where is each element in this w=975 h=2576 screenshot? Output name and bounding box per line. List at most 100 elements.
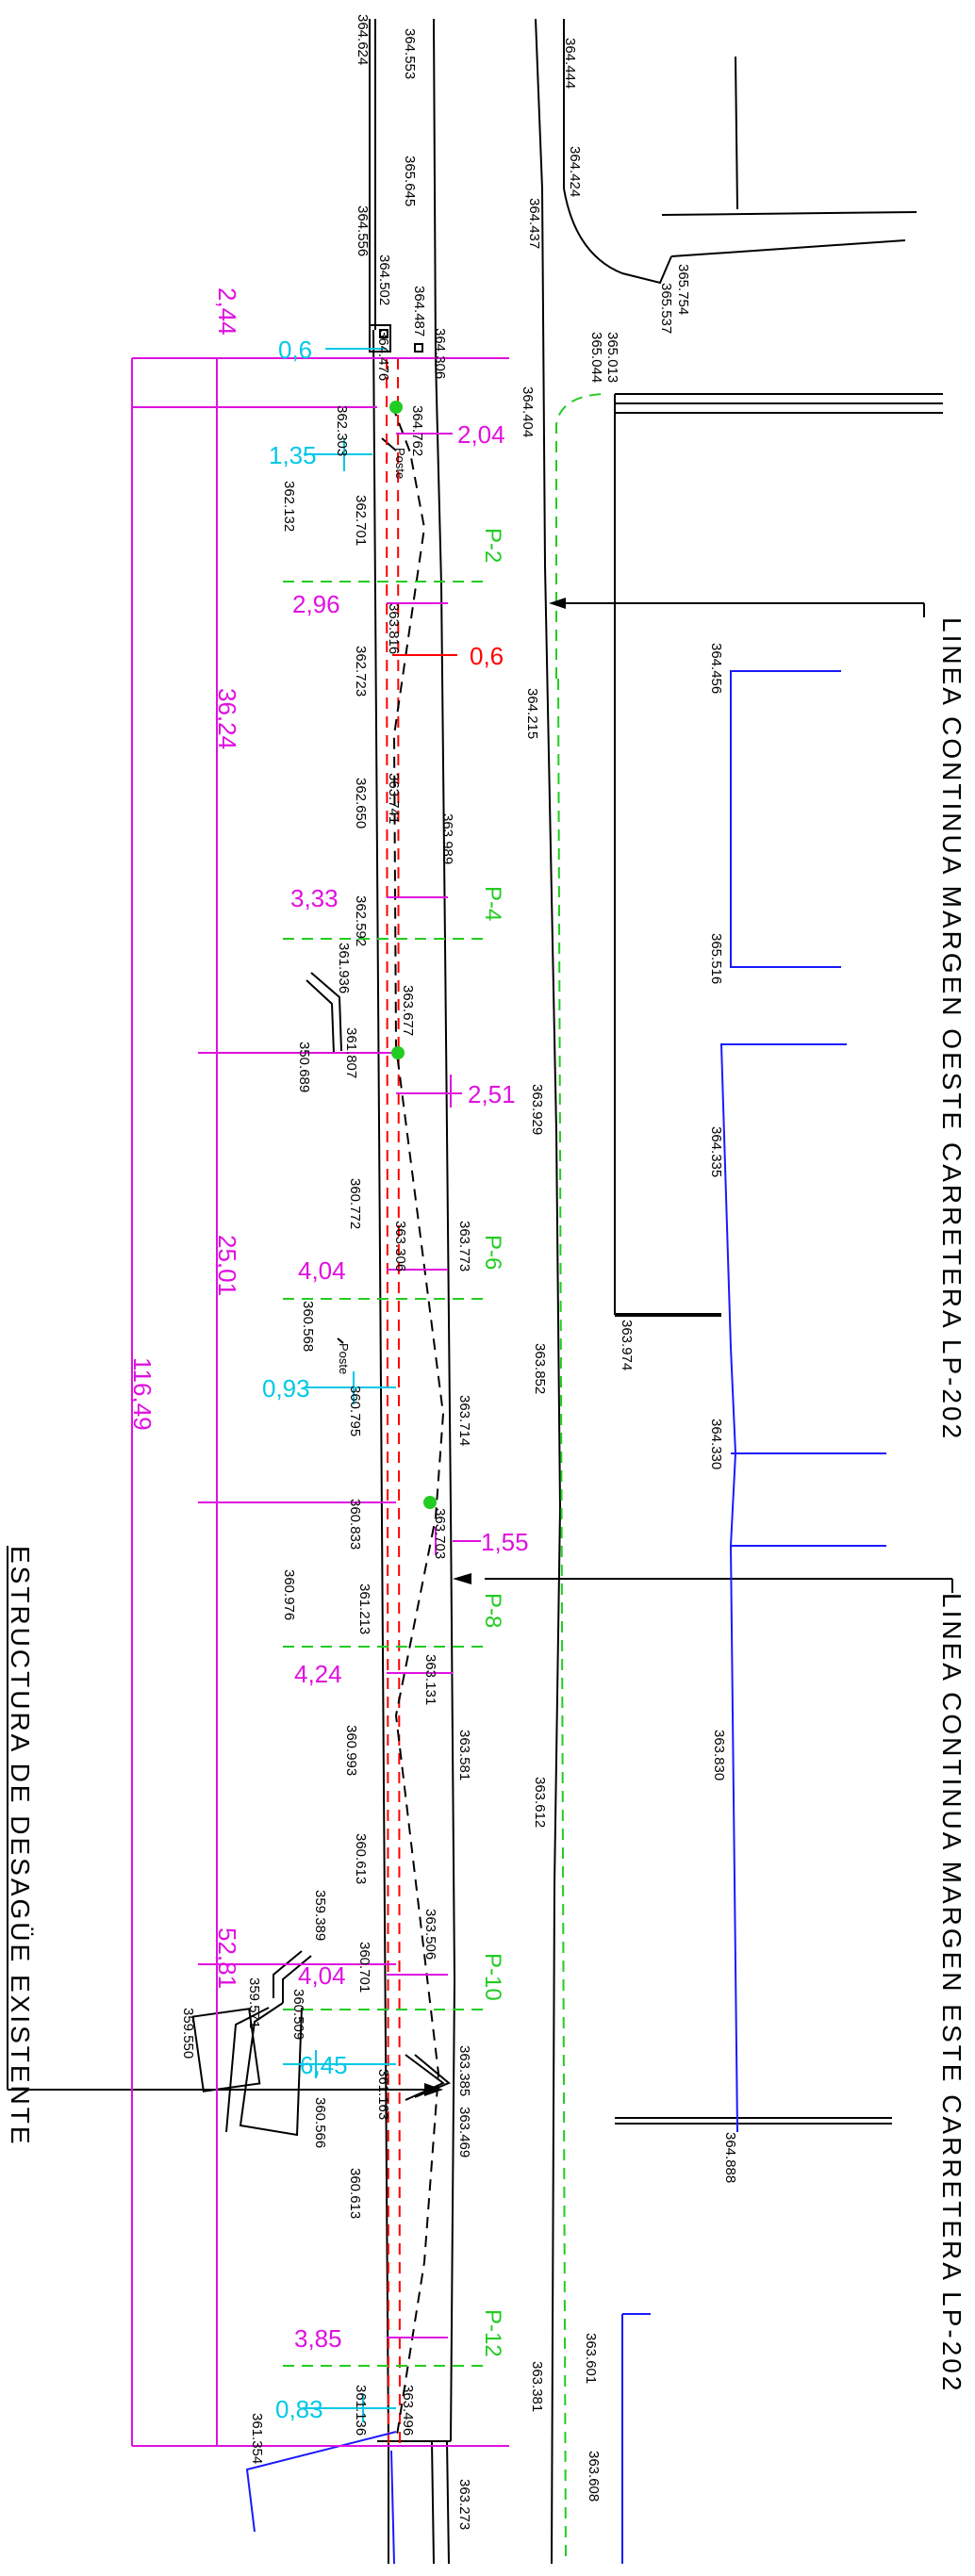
- elevation-label: 363.306: [392, 1221, 408, 1272]
- station-p2: P-2: [480, 528, 505, 563]
- note-margen-oeste: LINEA CONTINUA MARGEN OESTE CARRETERA LP…: [937, 617, 967, 1441]
- elevation-label: 360.568: [300, 1301, 316, 1352]
- width-4-04-b: 4,04: [298, 1961, 346, 1990]
- width-1-55: 1,55: [481, 1528, 529, 1556]
- station-labels: P-2 P-4 P-6 P-8 P-10 P-12: [480, 528, 505, 2357]
- elevation-label: 363.385: [456, 2045, 472, 2096]
- width-0-93: 0,93: [262, 1374, 310, 1403]
- elevation-label: 363.601: [583, 2333, 599, 2384]
- elevation-label: 363.974: [619, 1320, 635, 1370]
- cyan-dimension-lines: [283, 348, 396, 2422]
- dim-total-25: 25,01: [213, 1235, 241, 1296]
- elevation-label: 364.487: [411, 286, 427, 336]
- elevation-label: 365.516: [708, 933, 724, 984]
- width-3-85: 3,85: [294, 2324, 342, 2353]
- elevation-label: 363.703: [432, 1508, 448, 1559]
- elevation-label: 364.444: [562, 38, 578, 89]
- elevation-label: 363.929: [529, 1084, 545, 1135]
- elevation-label: 363.381: [529, 2361, 545, 2412]
- elevation-label: 364.762: [409, 405, 425, 456]
- station-p6: P-6: [480, 1235, 505, 1270]
- elevation-label: 362.592: [353, 895, 369, 946]
- station-p12: P-12: [480, 2309, 505, 2357]
- red-dashed-lines: [386, 357, 401, 2447]
- elevation-label: 363.612: [532, 1777, 548, 1828]
- elevation-label: 363.714: [456, 1395, 472, 1446]
- elevation-label: 360.509: [290, 1989, 306, 2040]
- elevation-label: 364.888: [722, 2132, 738, 2183]
- elevation-label: 361.136: [353, 2385, 369, 2436]
- elevation-label: 363.989: [439, 813, 455, 864]
- width-0-6: 0,6: [278, 336, 312, 364]
- elevation-label: 359.389: [312, 1890, 328, 1941]
- elevation-label: 363.773: [456, 1221, 472, 1272]
- width-2-51: 2,51: [468, 1080, 516, 1108]
- elevation-label: 363.830: [711, 1730, 727, 1780]
- magenta-dimension-lines: [131, 357, 509, 2447]
- elevation-label: 363.741: [386, 773, 402, 824]
- elevation-label: 364.556: [355, 205, 371, 256]
- elevation-label: 360.701: [356, 1942, 372, 1993]
- elevation-label: 361.354: [249, 2413, 265, 2464]
- elevation-label: 359.550: [180, 2008, 196, 2059]
- elevation-label: 363.496: [400, 2385, 416, 2436]
- station-p8: P-8: [480, 1593, 505, 1628]
- blue-lines: [245, 670, 886, 2565]
- elevation-label: 364.456: [708, 643, 724, 694]
- elevation-label: 363.608: [586, 2451, 602, 2502]
- elevation-label: 360.976: [281, 1569, 297, 1620]
- note-estructura: ESTRUCTURA DE DESAGÜE EXISTENTE: [6, 1546, 35, 2147]
- elevation-label: 361.936: [336, 943, 352, 993]
- elevation-label: 364.476: [375, 330, 391, 381]
- elevation-label: 360.566: [312, 2097, 328, 2148]
- width-3-33: 3,33: [290, 884, 339, 912]
- width-4-24: 4,24: [294, 1660, 342, 1688]
- poste-label-1: Poste: [393, 448, 407, 479]
- total-dimension-texts: 2,44 36,24 25,01 116,49 52,81: [128, 287, 241, 1989]
- elevation-label: 365.044: [588, 332, 604, 383]
- elevation-label: 364.624: [355, 14, 371, 65]
- elevation-label: 360.993: [343, 1725, 359, 1776]
- dim-total-116: 116,49: [128, 1357, 157, 1431]
- elevation-label: 362.650: [353, 778, 369, 829]
- elevation-label: 359.571: [246, 1977, 262, 2028]
- elevation-label: 363.273: [456, 2479, 472, 2530]
- elevation-label: 364.306: [432, 328, 448, 379]
- elevation-label: 361.807: [343, 1027, 359, 1078]
- dim-total-52: 52,81: [213, 1928, 241, 1989]
- elevation-labels: 364.624 364.553 365.645 364.556 364.502 …: [180, 14, 738, 2530]
- width-red-0-6: 0,6: [470, 642, 504, 670]
- elevation-label: 364.335: [708, 1126, 724, 1177]
- elevation-label: 363.506: [422, 1909, 438, 1960]
- elevation-label: 361.213: [356, 1583, 372, 1634]
- green-points: [389, 401, 437, 1509]
- road-edge-lines: [7, 18, 953, 2565]
- elevation-label: 362.132: [281, 481, 297, 532]
- elevation-label: 363.677: [400, 985, 416, 1036]
- elevation-label: 362.303: [334, 405, 350, 456]
- elevation-label: 363.816: [386, 603, 402, 654]
- station-p4: P-4: [480, 886, 505, 921]
- elevation-label: 361.163: [375, 2069, 391, 2120]
- magenta-width-texts: 2,04 2,96 3,33 2,51 4,04 1,55 4,24 4,04 …: [290, 420, 529, 2353]
- width-2-96: 2,96: [292, 590, 340, 618]
- elevation-label: 360.772: [347, 1178, 363, 1229]
- elevation-label: 350.689: [296, 1042, 312, 1092]
- elevation-label: 364.404: [520, 386, 536, 437]
- width-2-04: 2,04: [457, 420, 505, 449]
- green-dashed-lines: [283, 393, 604, 2565]
- elevation-label: 364.502: [376, 254, 392, 305]
- elevation-label: 364.330: [708, 1419, 724, 1469]
- note-margen-este: LINEA CONTINUA MARGEN ESTE CARRETERA LP-…: [937, 1593, 967, 2393]
- width-1-35: 1,35: [269, 441, 317, 469]
- elevation-label: 365.645: [402, 156, 418, 206]
- elevation-label: 362.701: [353, 495, 369, 546]
- dim-total-36: 36,24: [213, 688, 241, 749]
- station-p10: P-10: [480, 1953, 505, 2001]
- width-0-83: 0,83: [275, 2395, 323, 2423]
- width-6-45: 6,45: [300, 2051, 348, 2079]
- elevation-label: 365.754: [675, 264, 691, 315]
- elevation-label: 364.437: [526, 198, 542, 249]
- elevation-label: 363.131: [422, 1654, 438, 1705]
